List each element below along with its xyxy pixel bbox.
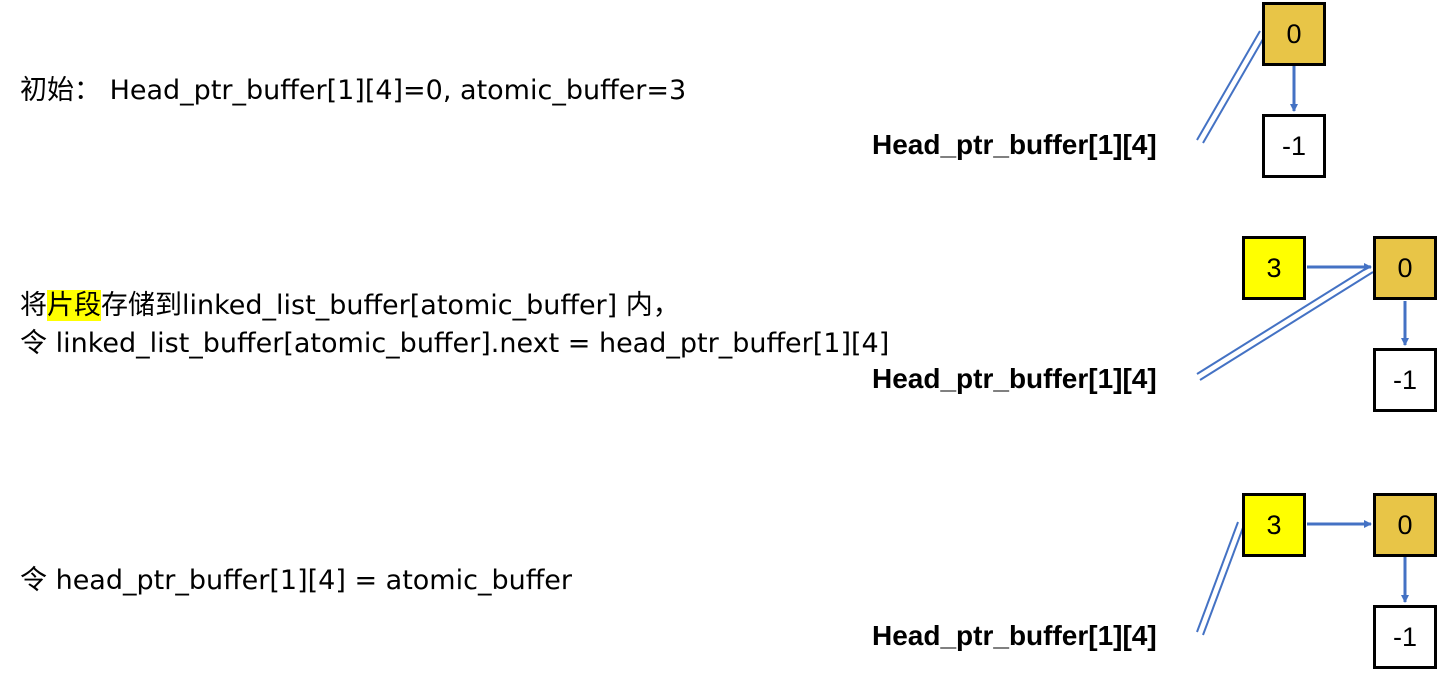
step2-node-head: 0 — [1373, 236, 1437, 300]
step1-node-tail: -1 — [1262, 114, 1326, 178]
step2-line1-prefix: 将 — [20, 290, 47, 321]
step2-line1-suffix: 存储到linked_list_buffer[atomic_buffer] 内， — [101, 290, 680, 321]
step2-node-tail: -1 — [1373, 348, 1437, 412]
step2-line2: 令 linked_list_buffer[atomic_buffer].next… — [20, 328, 890, 359]
step1-pointer-label: Head_ptr_buffer[1][4] — [872, 129, 1157, 160]
step3-node-new: 3 — [1242, 493, 1306, 557]
step2-pointer-line-a — [1196, 265, 1371, 375]
step3-node-head: 0 — [1373, 493, 1437, 557]
step1-node-head: 0 — [1262, 2, 1326, 66]
step1-pointer-line-b — [1202, 33, 1267, 144]
step3-node-tail: -1 — [1373, 605, 1437, 669]
step1-description: 初始： Head_ptr_buffer[1][4]=0, atomic_buff… — [20, 72, 686, 110]
step2-description: 将片段存储到linked_list_buffer[atomic_buffer] … — [20, 287, 889, 363]
step3-pointer-label: Head_ptr_buffer[1][4] — [872, 620, 1157, 651]
step2-pointer-line-b — [1199, 271, 1374, 381]
step1-pointer-line-a — [1196, 30, 1261, 141]
step2-node-new: 3 — [1242, 236, 1306, 300]
step3-pointer-line-a — [1196, 521, 1239, 633]
step3-pointer-line-b — [1202, 524, 1245, 636]
step2-line1: 将片段存储到linked_list_buffer[atomic_buffer] … — [20, 287, 889, 325]
step3-description: 令 head_ptr_buffer[1][4] = atomic_buffer — [20, 562, 572, 600]
step3-line1: 令 head_ptr_buffer[1][4] = atomic_buffer — [20, 565, 573, 596]
step2-highlight-fragment: 片段 — [47, 290, 101, 321]
step2-pointer-label: Head_ptr_buffer[1][4] — [872, 363, 1157, 394]
step1-line1: 初始： Head_ptr_buffer[1][4]=0, atomic_buff… — [20, 75, 687, 106]
